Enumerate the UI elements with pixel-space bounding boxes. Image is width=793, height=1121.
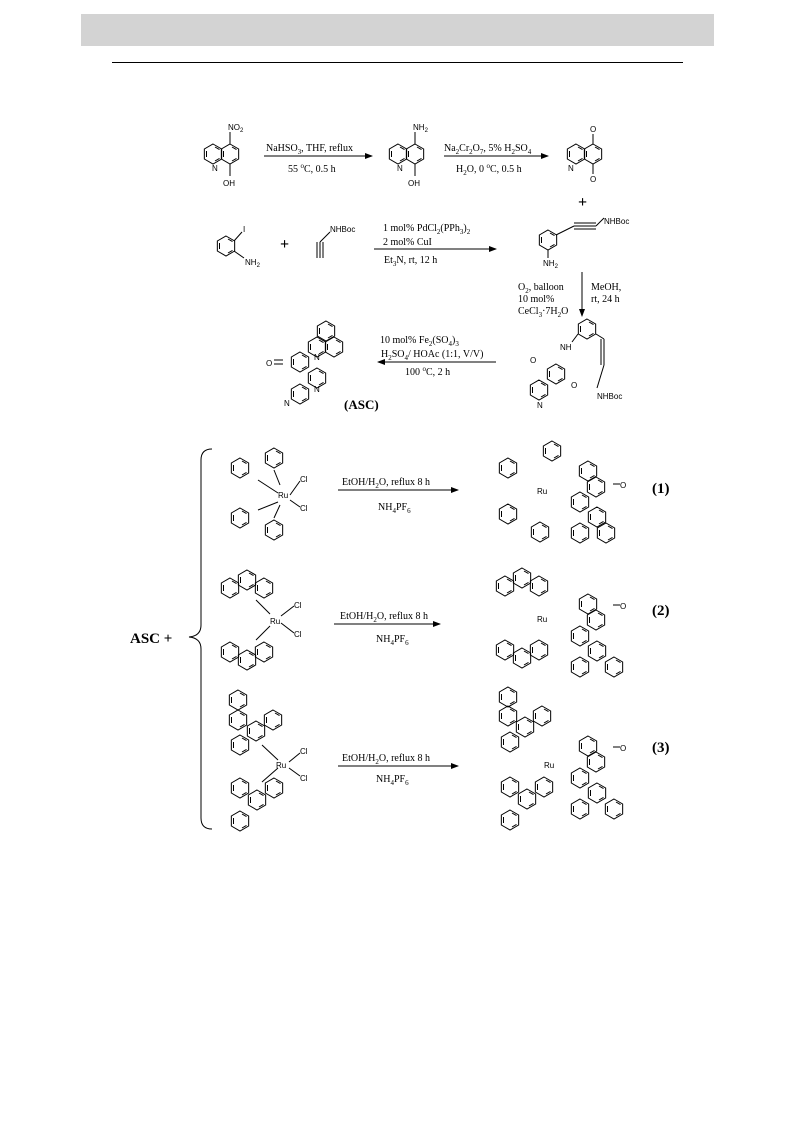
step1-conditions-above: NaHSO3, THF, reflux	[266, 143, 353, 156]
ru-label-r3: Ru	[276, 761, 286, 770]
step2-conditions-above: Na2Cr2O7, 5% H2SO4	[444, 143, 532, 156]
cl-label-r3b: Cl	[300, 774, 308, 783]
step5-line1: 10 mol% Fe2(SO4)3	[380, 335, 459, 348]
nh2-label-2: NH2	[245, 258, 261, 269]
nitro-hydroxyquinoline: NO2 OH N	[203, 123, 244, 188]
n-label-asc1: N	[314, 353, 320, 362]
step4-right1: MeOH,	[591, 282, 621, 293]
o-label-p1: O	[620, 481, 626, 490]
o-label-int1: O	[530, 356, 536, 365]
ru-label-r2: Ru	[270, 617, 280, 626]
o-label-p2: O	[620, 602, 626, 611]
quinolinedione: O O N	[566, 125, 603, 184]
ru-label-r1: Ru	[278, 491, 288, 500]
reactant-phen-complex: Ru Cl Cl	[220, 569, 302, 671]
n-label-2: N	[397, 164, 403, 173]
iodoaniline: I NH2	[216, 225, 261, 269]
o-label-asc: O	[266, 359, 272, 368]
o-label-int2: O	[571, 381, 577, 390]
cl-label-r2b: Cl	[294, 630, 302, 639]
step1-conditions-below: 55 oC, 0.5 h	[288, 162, 336, 175]
step4-left2: 10 mol%	[518, 294, 554, 305]
header-rule	[112, 62, 683, 63]
plus-sign-row1: +	[578, 194, 587, 211]
step4-left1: O2, balloon	[518, 282, 564, 295]
ru-label-p1: Ru	[537, 487, 547, 496]
product-complex-1: O Ru	[498, 440, 626, 544]
step4-left3: CeCl3·7H2O	[518, 306, 568, 319]
amino-hydroxyquinoline: NH2 OH N	[388, 123, 429, 188]
plus-sign-row2: +	[280, 236, 289, 253]
asc-plus-label: ASC +	[130, 631, 172, 647]
nh2-label-3: NH2	[543, 259, 559, 270]
iodo-label: I	[243, 225, 245, 234]
nhboc-label-3: NHBoc	[597, 392, 622, 401]
complex1-above: EtOH/H2O, reflux 8 h	[342, 477, 430, 490]
complex-label-2: (2)	[652, 603, 670, 619]
complex2-above: EtOH/H2O, reflux 8 h	[340, 611, 428, 624]
n-label: N	[212, 164, 218, 173]
step5-line3: 100 oC, 2 h	[405, 365, 450, 378]
reactant-dppz-complex: Ru Cl Cl	[228, 689, 308, 832]
complex1-below: NH4PF6	[378, 502, 411, 515]
alkynyl-aniline: NHBoc NH2	[538, 217, 629, 270]
oh-label: OH	[223, 179, 235, 188]
o-label-p3: O	[620, 744, 626, 753]
step3-line3: Et3N, rt, 12 h	[384, 255, 437, 268]
cl-label-r1b: Cl	[300, 504, 308, 513]
page-header-bar	[81, 14, 714, 46]
n-label-asc3: N	[314, 385, 320, 394]
product-complex-3: O Ru	[498, 686, 626, 831]
asc-product: O N N N	[266, 320, 344, 408]
nhboc-label-2: NHBoc	[604, 217, 629, 226]
nh2-label: NH2	[413, 123, 429, 134]
ru-label-p2: Ru	[537, 615, 547, 624]
complex-label-1: (1)	[652, 481, 670, 497]
product-complex-2: O Ru	[495, 567, 626, 678]
step3-line2: 2 mol% CuI	[383, 237, 432, 248]
curly-brace	[188, 448, 213, 830]
complex3-below: NH4PF6	[376, 774, 409, 787]
n-label-3: N	[568, 164, 574, 173]
cl-label-r2a: Cl	[294, 601, 302, 610]
complex-label-3: (3)	[652, 740, 670, 756]
asc-label: (ASC)	[344, 397, 379, 412]
no2-label: NO2	[228, 123, 244, 134]
o-label: O	[590, 125, 596, 134]
step2-conditions-below: H2O, 0 oC, 0.5 h	[456, 162, 522, 177]
step4-right2: rt, 24 h	[591, 294, 620, 305]
step3-line1: 1 mol% PdCl2(PPh3)2	[383, 223, 471, 236]
complex3-above: EtOH/H2O, reflux 8 h	[342, 753, 430, 766]
ru-label-p3: Ru	[544, 761, 554, 770]
complex2-below: NH4PF6	[376, 634, 409, 647]
n-label-int: N	[537, 401, 543, 410]
step5-line2: H2SO4/ HOAc (1:1, V/V)	[381, 349, 483, 362]
reactant-bpy-complex: Ru Cl Cl	[230, 447, 308, 541]
enaminone-intermediate: NH NHBoc O O N	[529, 318, 622, 410]
nhboc-label: NHBoc	[330, 225, 355, 234]
nh-label: NH	[560, 343, 572, 352]
cl-label-r1a: Cl	[300, 475, 308, 484]
o-label-2: O	[590, 175, 596, 184]
oh-label-2: OH	[408, 179, 420, 188]
n-label-asc2: N	[284, 399, 290, 408]
boc-propargylamine: NHBoc	[316, 225, 355, 258]
cl-label-r3a: Cl	[300, 747, 308, 756]
